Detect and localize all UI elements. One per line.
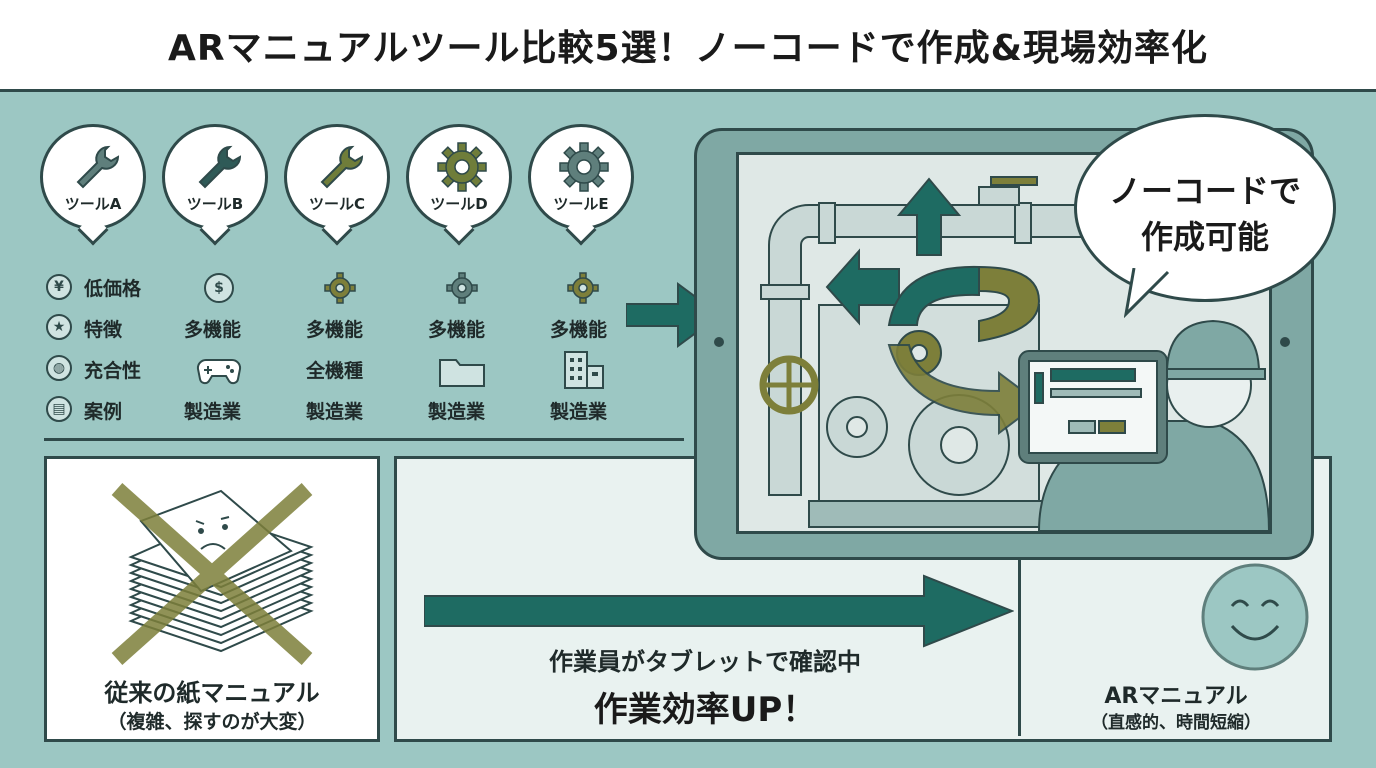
tool-bubble-d: ツールD [406,124,512,246]
section-divider [44,438,684,441]
wrench-icon [320,145,364,189]
gamepad-icon [196,358,242,385]
feature-text: 多機能 [184,319,242,341]
gear-icon [437,142,487,192]
feature-text: 充合性 [84,360,142,382]
dollar-icon: $ [204,273,234,303]
middle-caption: 作業員がタブレットで確認中 [549,648,861,676]
feature-text: 特徴 [84,319,123,341]
document-icon: ▤ [46,396,72,422]
feature-text: 多機能 [550,319,608,341]
wrench-icon [198,145,242,189]
tool-label: ツールA [64,195,122,213]
feature-text: 製造業 [550,401,608,423]
machine-illustration [759,176,1269,531]
title-bar: ARマニュアルツール比較5選！ノーコードで作成&現場効率化 [0,0,1376,92]
panel-divider [1018,556,1021,736]
old-manual-sub: （複雑、探すのが大変） [107,711,317,733]
feature-text: 製造業 [184,401,242,423]
feature-text: 多機能 [428,319,486,341]
gear-icon [324,272,356,304]
folder-icon [439,359,485,387]
globe-icon: ◍ [46,355,72,381]
smiley-icon [1201,563,1309,671]
tool-bubble-b: ツールB [162,124,268,246]
feature-text: 全機種 [306,360,364,382]
page-title: ARマニュアルツール比較5選！ノーコードで作成&現場効率化 [168,27,1208,69]
speech-line-2: 作成可能 [1140,218,1269,256]
ar-manual-caption: ARマニュアル [1104,684,1248,709]
tablet-button [1280,337,1290,347]
tool-label: ツールD [430,195,488,213]
tool-label: ツールE [553,195,609,213]
building-icon [564,351,604,389]
gear-icon [567,272,599,304]
feature-text: 製造業 [306,401,364,423]
gear-icon [446,272,478,304]
feature-text: 低価格 [84,278,142,300]
old-manual-panel: 従来の紙マニュアル （複雑、探すのが大変） [44,456,380,742]
old-manual-caption: 従来の紙マニュアル [104,679,320,707]
feature-text: 多機能 [306,319,364,341]
middle-headline: 作業効率UP！ [593,690,817,730]
tool-bubble-e: ツールE [528,124,634,246]
wrench-icon [76,145,120,189]
feature-text: 製造業 [428,401,486,423]
feature-text: 案例 [84,401,123,423]
tablet-camera [714,337,724,347]
tool-label: ツールB [186,195,244,213]
tool-label: ツールC [308,195,365,213]
speech-line-1: ノーコードで [1108,172,1301,210]
tool-bubble-c: ツールC [284,124,390,246]
speech-bubble-tail [1124,268,1170,318]
cross-icon [111,483,313,665]
speech-bubble [1074,114,1336,302]
ar-manual-sub: （直感的、時間短縮） [1091,713,1261,733]
yen-icon: ¥ [46,274,72,300]
gear-icon [559,142,609,192]
arrow-right-icon [424,574,1014,648]
star-icon: ★ [46,314,72,340]
tool-bubble-a: ツールA [40,124,146,246]
